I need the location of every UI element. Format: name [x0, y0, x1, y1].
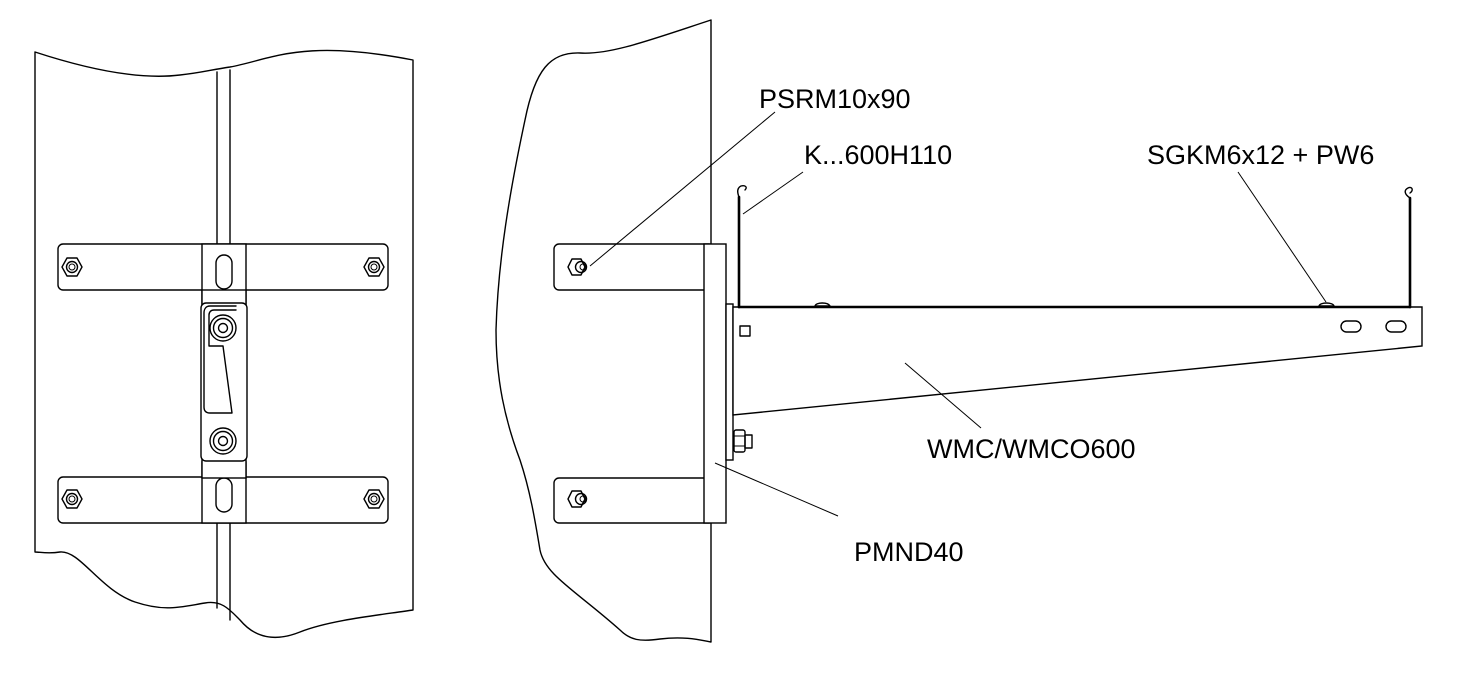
side-view — [495, 19, 1423, 643]
clamp-band-top — [57, 243, 389, 305]
clamp-band-side-bottom — [553, 477, 715, 524]
leader-lines — [589, 111, 1327, 517]
slot-hole — [1385, 320, 1407, 333]
label-bracket: WMC/WMCO600 — [927, 434, 1136, 464]
pole-outline-side — [495, 19, 712, 643]
leader-screw — [1237, 171, 1327, 303]
square-hole — [739, 325, 751, 337]
clamp-band-side-top — [553, 243, 715, 291]
bracket-plate-front — [200, 302, 248, 462]
label-tray: K...600H110 — [804, 140, 952, 170]
nut-icon — [61, 257, 83, 277]
mounting-plate-side — [703, 243, 727, 524]
tray-hook-icon — [1404, 186, 1413, 199]
bracket-base-plate — [725, 303, 734, 461]
leader-bracket — [904, 362, 982, 429]
cable-tray — [736, 185, 1413, 309]
nut-icon — [567, 490, 588, 508]
nut-icon — [363, 257, 385, 277]
leader-tray — [742, 171, 804, 215]
pole-outline-front — [34, 49, 414, 639]
tray-hook-icon — [736, 185, 747, 198]
leader-bolt — [589, 111, 776, 267]
screw-head-icon — [814, 302, 832, 307]
label-bolt: PSRM10x90 — [759, 84, 911, 114]
nut-icon — [363, 489, 385, 509]
nut-icon — [61, 489, 83, 509]
nut-icon — [567, 258, 588, 276]
bracket-flange — [203, 305, 237, 414]
label-plate: PMND40 — [854, 537, 964, 567]
bolt-head-icon — [209, 314, 237, 342]
screw-head-icon — [1318, 302, 1335, 307]
front-view — [34, 49, 414, 639]
wall-bracket-arm — [732, 306, 1423, 416]
bolt-nut-icon — [733, 429, 753, 453]
bolt-head-icon — [209, 427, 237, 455]
label-screw: SGKM6x12 + PW6 — [1147, 140, 1374, 170]
slot-hole — [1340, 320, 1362, 333]
leader-plate — [714, 462, 839, 517]
